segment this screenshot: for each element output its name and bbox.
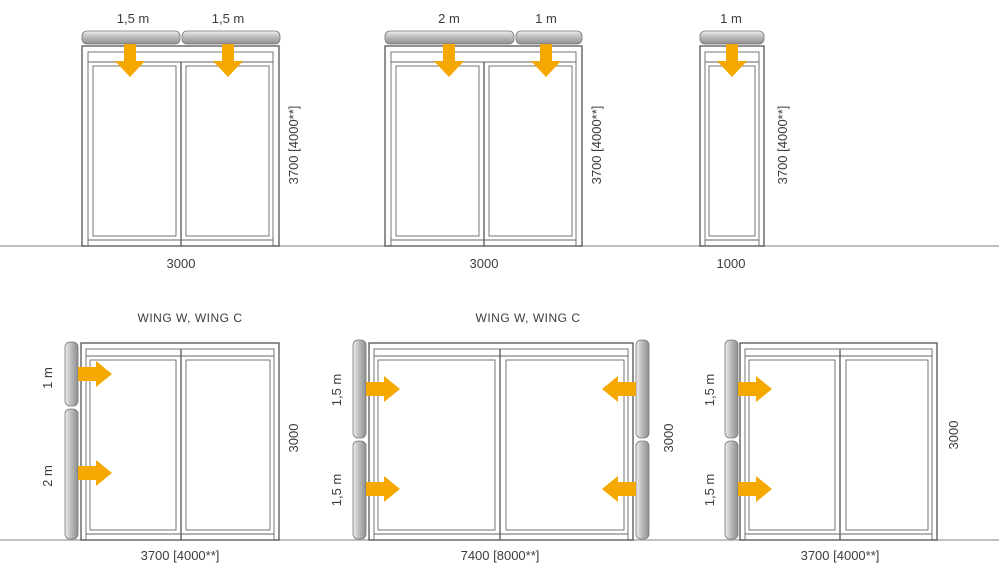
airflow-arrow [717, 44, 747, 77]
curtain-length-label: 2 m [438, 11, 460, 26]
airflow-arrow [366, 376, 400, 402]
curtain-length-label: 1 m [720, 11, 742, 26]
curtain-length-label: 1 m [40, 367, 55, 389]
airflow-arrow [738, 376, 772, 402]
airflow-arrow [602, 476, 636, 502]
door-top-1: 1,5 m 1,5 m 3700 [4000**] 3000 [81, 11, 301, 271]
door-bottom-2: WING W, WING C 1,5 m 1,5 m 3000 7400 [80… [329, 311, 676, 563]
height-dimension: 3000 [286, 424, 301, 453]
airflow-arrow [531, 44, 561, 77]
door-top-2: 2 m 1 m 3700 [4000**] 3000 [384, 11, 604, 271]
curtain-unit [352, 339, 367, 439]
airflow-arrow [213, 44, 243, 77]
height-dimension: 3700 [4000**] [775, 106, 790, 185]
curtain-length-label: 1,5 m [212, 11, 245, 26]
curtain-unit [635, 339, 650, 439]
curtain-unit [64, 408, 79, 540]
door-bottom-3: 1,5 m 1,5 m 3000 3700 [4000**] [702, 339, 961, 563]
curtain-unit [699, 30, 765, 45]
width-dimension: 3700 [4000**] [141, 548, 220, 563]
curtain-unit [64, 341, 79, 407]
width-dimension: 3000 [167, 256, 196, 271]
airflow-arrow [115, 44, 145, 77]
curtain-unit [635, 440, 650, 540]
product-title: WING W, WING C [138, 311, 243, 325]
height-dimension: 3700 [4000**] [286, 106, 301, 185]
airflow-arrow [434, 44, 464, 77]
door-bottom-1: WING W, WING C 1 m 2 m 3000 3700 [4000**… [40, 311, 301, 563]
curtain-unit [81, 30, 181, 45]
airflow-arrow [78, 361, 112, 387]
curtain-unit [384, 30, 515, 45]
curtain-unit [181, 30, 281, 45]
curtain-length-label: 2 m [40, 465, 55, 487]
curtain-unit [724, 339, 739, 439]
airflow-arrow [602, 376, 636, 402]
curtain-length-label: 1,5 m [329, 374, 344, 407]
height-dimension: 3000 [946, 421, 961, 450]
curtain-length-label: 1,5 m [702, 474, 717, 507]
curtain-unit [515, 30, 583, 45]
airflow-arrow [738, 476, 772, 502]
curtain-unit [724, 440, 739, 540]
curtain-length-label: 1 m [535, 11, 557, 26]
door-top-3: 1 m 3700 [4000**] 1000 [699, 11, 790, 271]
airflow-arrow [78, 460, 112, 486]
width-dimension: 3700 [4000**] [801, 548, 880, 563]
width-dimension: 1000 [717, 256, 746, 271]
curtain-length-label: 1,5 m [329, 474, 344, 507]
curtain-length-label: 1,5 m [117, 11, 150, 26]
height-dimension: 3000 [661, 424, 676, 453]
height-dimension: 3700 [4000**] [589, 106, 604, 185]
width-dimension: 3000 [470, 256, 499, 271]
width-dimension: 7400 [8000**] [461, 548, 540, 563]
product-title: WING W, WING C [476, 311, 581, 325]
airflow-arrow [366, 476, 400, 502]
curtain-unit [352, 440, 367, 540]
curtain-length-label: 1,5 m [702, 374, 717, 407]
